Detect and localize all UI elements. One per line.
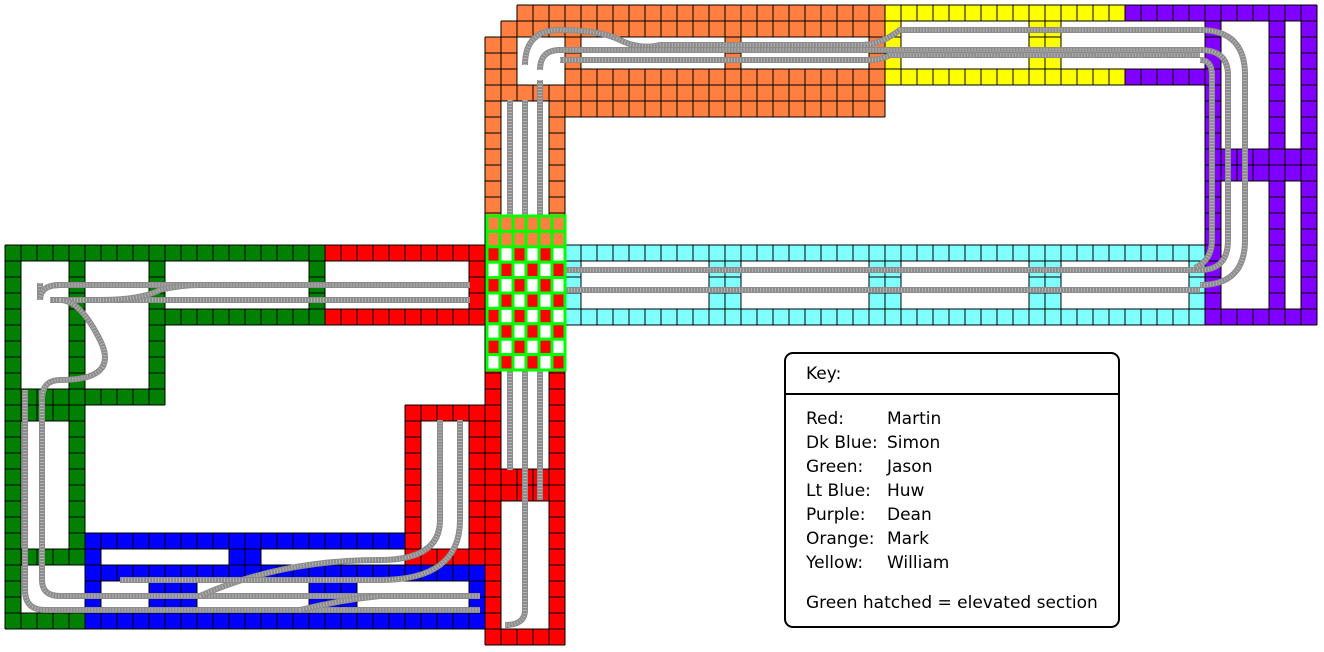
board-orange	[484, 36, 518, 86]
track-13	[493, 267, 1200, 303]
key-label: Green:	[806, 457, 864, 477]
board-green	[164, 308, 326, 326]
track-21	[1193, 57, 1215, 271]
key-entry-dk-blue: Dk Blue: Simon	[806, 431, 949, 455]
key-entries: Red: Martin Dk Blue: Simon Green: Jason …	[806, 407, 949, 575]
key-owner: William	[887, 553, 950, 573]
board-green	[4, 244, 166, 262]
board-red	[484, 628, 566, 646]
board-red	[548, 500, 566, 646]
board-green	[4, 612, 86, 630]
track-19	[1199, 27, 1248, 288]
board-purple	[1124, 4, 1318, 22]
key-owner: Mark	[887, 529, 929, 549]
key-entry-yellow: Yellow: William	[806, 551, 949, 575]
board-red	[324, 308, 486, 326]
track-8	[120, 420, 463, 583]
track-5	[37, 282, 61, 301]
board-yellow	[884, 68, 1126, 86]
board-red	[468, 404, 486, 566]
key-divider	[786, 393, 1118, 395]
track-2	[22, 390, 480, 613]
track-9	[299, 593, 381, 613]
board-lt-blue	[564, 244, 1206, 262]
track-3	[39, 390, 480, 599]
elevated-grid	[485, 214, 567, 372]
board-orange	[484, 84, 886, 102]
track-16	[522, 26, 1200, 66]
track-4	[39, 297, 108, 401]
board-orange	[484, 100, 502, 246]
key-entry-lt-blue: Lt Blue: Huw	[806, 479, 949, 503]
key-entry-green: Green: Jason	[806, 455, 949, 479]
board-green	[164, 244, 326, 262]
board-dk-blue	[84, 612, 486, 630]
board-purple	[1204, 148, 1318, 182]
track-6	[99, 282, 201, 303]
board-dk-blue	[84, 532, 102, 630]
board-green	[20, 548, 86, 566]
key-label: Yellow:	[806, 553, 864, 573]
key-entry-purple: Purple: Dean	[806, 503, 949, 527]
key-owner: Dean	[887, 505, 932, 525]
board-green	[68, 404, 86, 566]
board-purple	[1124, 68, 1222, 86]
board-orange	[516, 4, 886, 22]
elevated-section-hatch	[485, 214, 567, 372]
key-owner: Martin	[887, 409, 942, 429]
board-red	[404, 404, 422, 566]
key-owner: Huw	[887, 481, 925, 501]
board-orange	[708, 100, 742, 118]
key-entry-orange: Orange: Mark	[806, 527, 949, 551]
key-entry-red: Red: Martin	[806, 407, 949, 431]
key-owner: Jason	[887, 457, 933, 477]
track-18	[560, 52, 1200, 63]
key-label: Red:	[806, 409, 845, 429]
board-purple	[1204, 308, 1318, 326]
track-11	[504, 100, 528, 628]
key-owner: Simon	[887, 433, 941, 453]
key-label: Purple:	[806, 505, 866, 525]
board-red	[324, 244, 486, 262]
key-label: Dk Blue:	[806, 433, 878, 453]
board-regions	[4, 4, 1318, 646]
board-green	[4, 244, 22, 630]
board-red	[468, 244, 486, 326]
key-legend: Key: Red: Martin Dk Blue: Simon Green: J…	[784, 352, 1120, 628]
board-red	[484, 500, 502, 646]
board-yellow	[884, 4, 1126, 22]
key-label: Orange:	[806, 529, 875, 549]
key-note: Green hatched = elevated section	[806, 593, 1098, 613]
track-17	[537, 47, 1200, 71]
key-title: Key:	[806, 364, 842, 384]
track-20	[1199, 47, 1231, 273]
key-label: Lt Blue:	[806, 481, 871, 501]
